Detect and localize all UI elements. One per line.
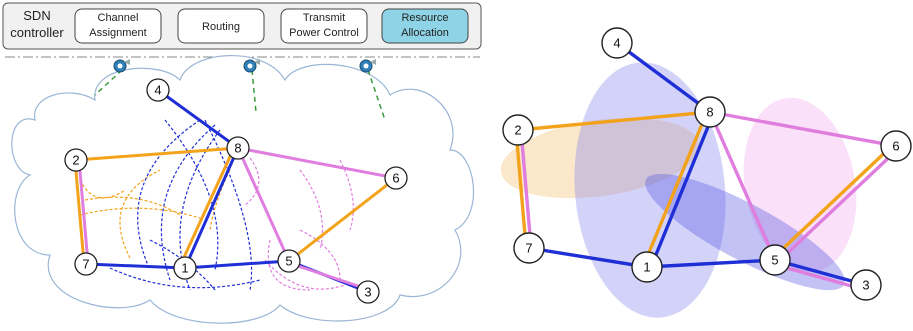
node-label: 2 [72,153,79,168]
node-label: 8 [706,105,713,120]
blue-region-large [574,62,726,318]
node-label: 2 [514,123,521,138]
blue-region-small [645,173,845,291]
link-line [527,246,649,269]
node-label: 6 [392,171,399,186]
node-7[interactable]: 7 [513,232,545,264]
node-1[interactable]: 1 [173,256,197,280]
module-label-line1: Transmit [303,12,345,24]
module-label-line2: Allocation [401,27,449,39]
pink-region [743,97,857,273]
link-line [519,128,533,249]
node-1[interactable]: 1 [631,251,663,283]
router-icon [359,59,376,73]
module-channel-assignment[interactable]: Channel Assignment [74,8,162,44]
node-label: 8 [234,141,241,156]
left-nodes: 4 8 2 6 7 1 5 3 [64,78,408,304]
left-links [73,88,398,294]
node-3[interactable]: 3 [356,280,380,304]
sdn-controller-panel: SDN controller Channel Assignment Routin… [2,2,482,50]
link-line [516,110,712,132]
node-label: 5 [771,253,778,268]
orange-region [500,117,700,199]
node-label: 3 [862,278,869,293]
link-line [615,41,712,114]
link-line [776,146,901,264]
node-3[interactable]: 3 [850,269,882,301]
node-label: 4 [154,83,161,98]
node-label: 3 [364,285,371,300]
link-line [645,258,777,269]
node-label: 6 [892,139,899,154]
node-2[interactable]: 2 [502,114,534,146]
link-line [514,128,528,249]
node-label: 5 [285,254,292,269]
link-line [771,142,896,260]
module-label-line2: Assignment [89,27,146,39]
module-label-line1: Routing [202,21,240,33]
right-nodes: 4 8 2 6 7 1 5 3 [502,27,912,301]
node-label: 7 [525,241,532,256]
node-2[interactable]: 2 [64,148,88,172]
node-7[interactable]: 7 [74,252,98,276]
router-icon [243,59,260,73]
node-5[interactable]: 5 [277,249,301,273]
module-resource-allocation[interactable]: Resource Allocation [381,8,469,44]
link-line [773,258,868,287]
node-label: 4 [613,36,620,51]
right-links [514,41,901,292]
node-label: 1 [181,261,188,276]
node-label: 1 [643,260,650,275]
link-line [641,110,709,269]
module-label-line1: Channel [98,12,139,24]
link-line [649,110,716,269]
control-links [94,69,386,121]
allocation-regions [500,62,857,318]
controller-label-line2: controller [10,25,64,40]
module-routing[interactable]: Routing [177,8,265,44]
node-4[interactable]: 4 [146,78,170,102]
node-8[interactable]: 8 [226,136,250,160]
node-4[interactable]: 4 [601,27,633,59]
link-line [708,110,898,148]
controller-label-line1: SDN [23,8,50,23]
node-5[interactable]: 5 [759,244,791,276]
module-label-line1: Resource [401,12,448,24]
link-line [708,110,777,262]
router-icon [113,59,130,73]
node-6[interactable]: 6 [384,166,408,190]
node-8[interactable]: 8 [694,96,726,128]
module-transmit-power-control[interactable]: Transmit Power Control [280,8,368,44]
node-6[interactable]: 6 [880,130,912,162]
module-label-line2: Power Control [289,27,359,39]
node-label: 7 [82,257,89,272]
network-cloud [11,55,475,324]
